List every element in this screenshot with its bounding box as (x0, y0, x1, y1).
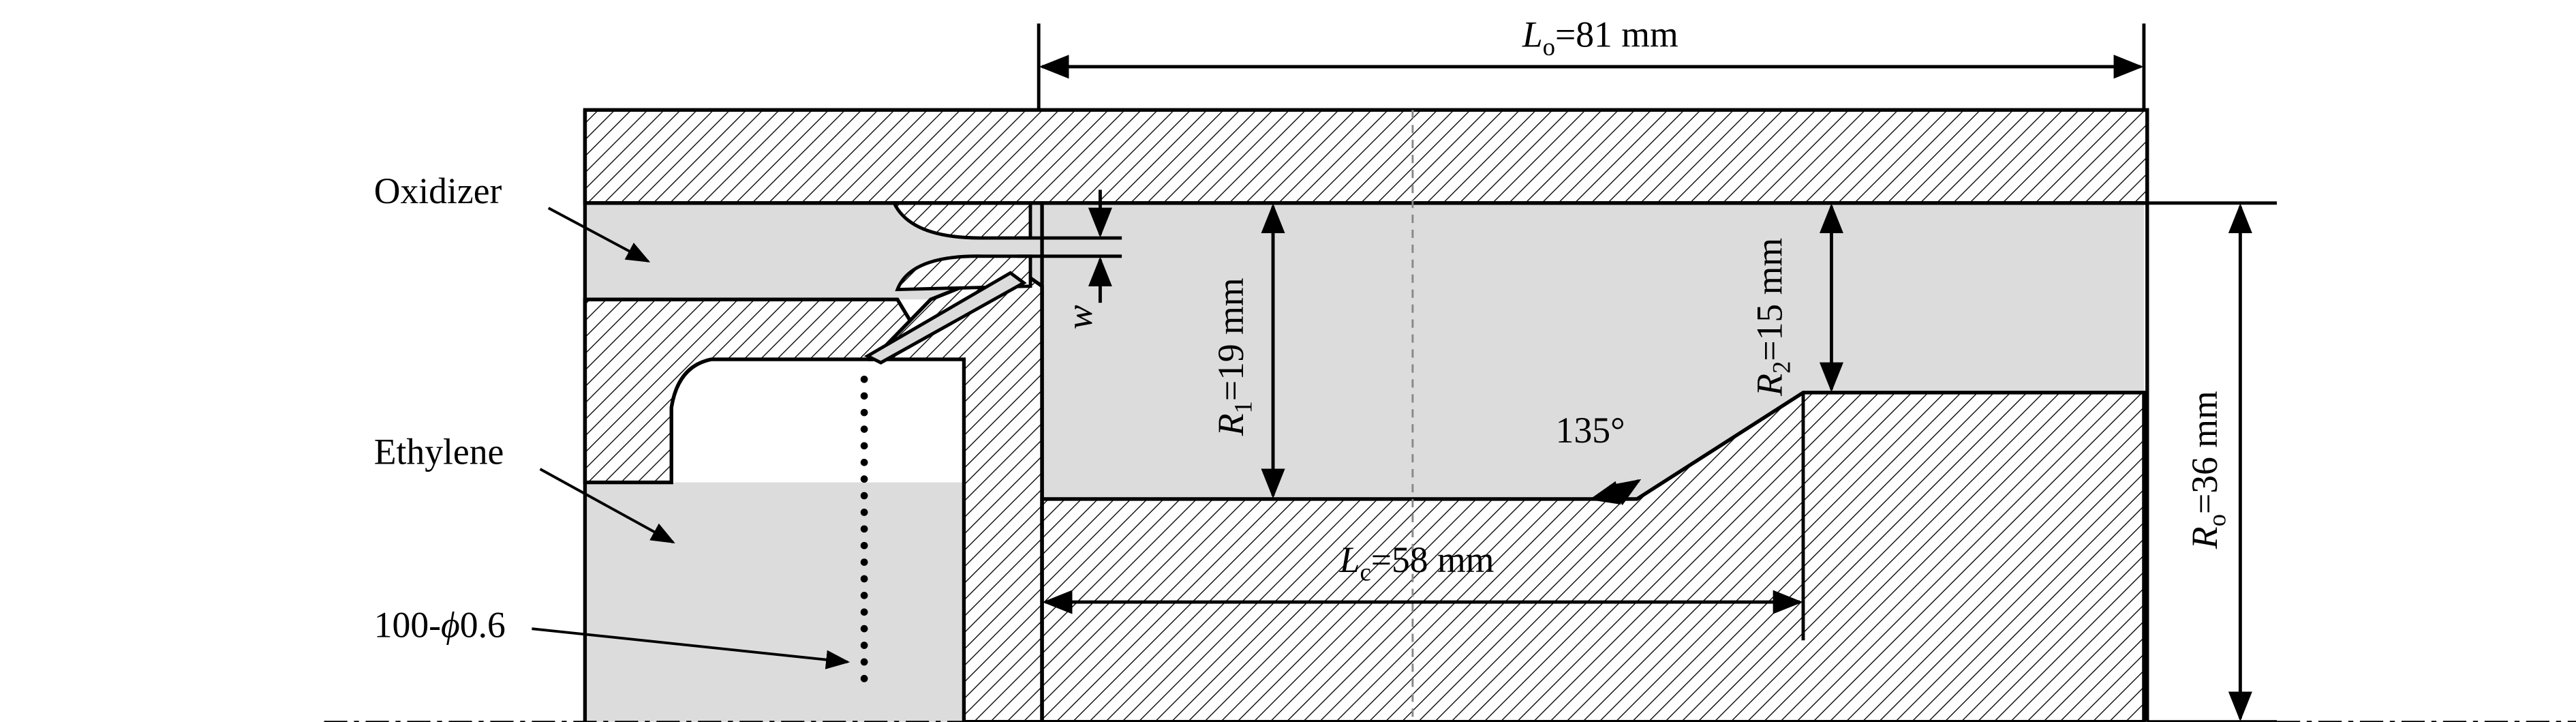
lc-label: Lc=58 mm (1339, 539, 1494, 586)
ethylene-plenum (585, 482, 964, 722)
r2-label: R2=15 mm (1749, 238, 1795, 397)
angle-arc (1589, 479, 1642, 506)
ethylene-leader (539, 468, 675, 544)
injection-holes (860, 375, 868, 682)
outer-wall (583, 108, 2149, 205)
ethylene-label: Ethylene (374, 432, 504, 472)
holes-label: 100-ϕ0.6 (374, 604, 506, 645)
ro-label: Ro=36 mm (2184, 391, 2230, 550)
r1-label: R1=19 mm (1210, 277, 1257, 436)
text-labels: Oxidizer Ethylene 100-ϕ0.6 135° w Lo=81 … (374, 14, 2231, 646)
oxidizer-label: Oxidizer (374, 170, 502, 211)
w-label: w (1059, 305, 1100, 329)
channel-lines (583, 110, 2149, 722)
ethylene-manifold-body (583, 297, 920, 485)
holes-leader (532, 627, 850, 670)
oxidizer-leader (547, 207, 651, 262)
leader-arrows (532, 207, 850, 670)
lo-label: Lo=81 mm (1522, 14, 1678, 61)
combustion-chamber (1042, 202, 2144, 499)
throat-bumps (863, 201, 1032, 365)
solid-parts (583, 108, 2149, 722)
upper-bump (891, 201, 1032, 240)
angle-label: 135° (1556, 410, 1625, 451)
ethylene-slot (863, 271, 1027, 365)
